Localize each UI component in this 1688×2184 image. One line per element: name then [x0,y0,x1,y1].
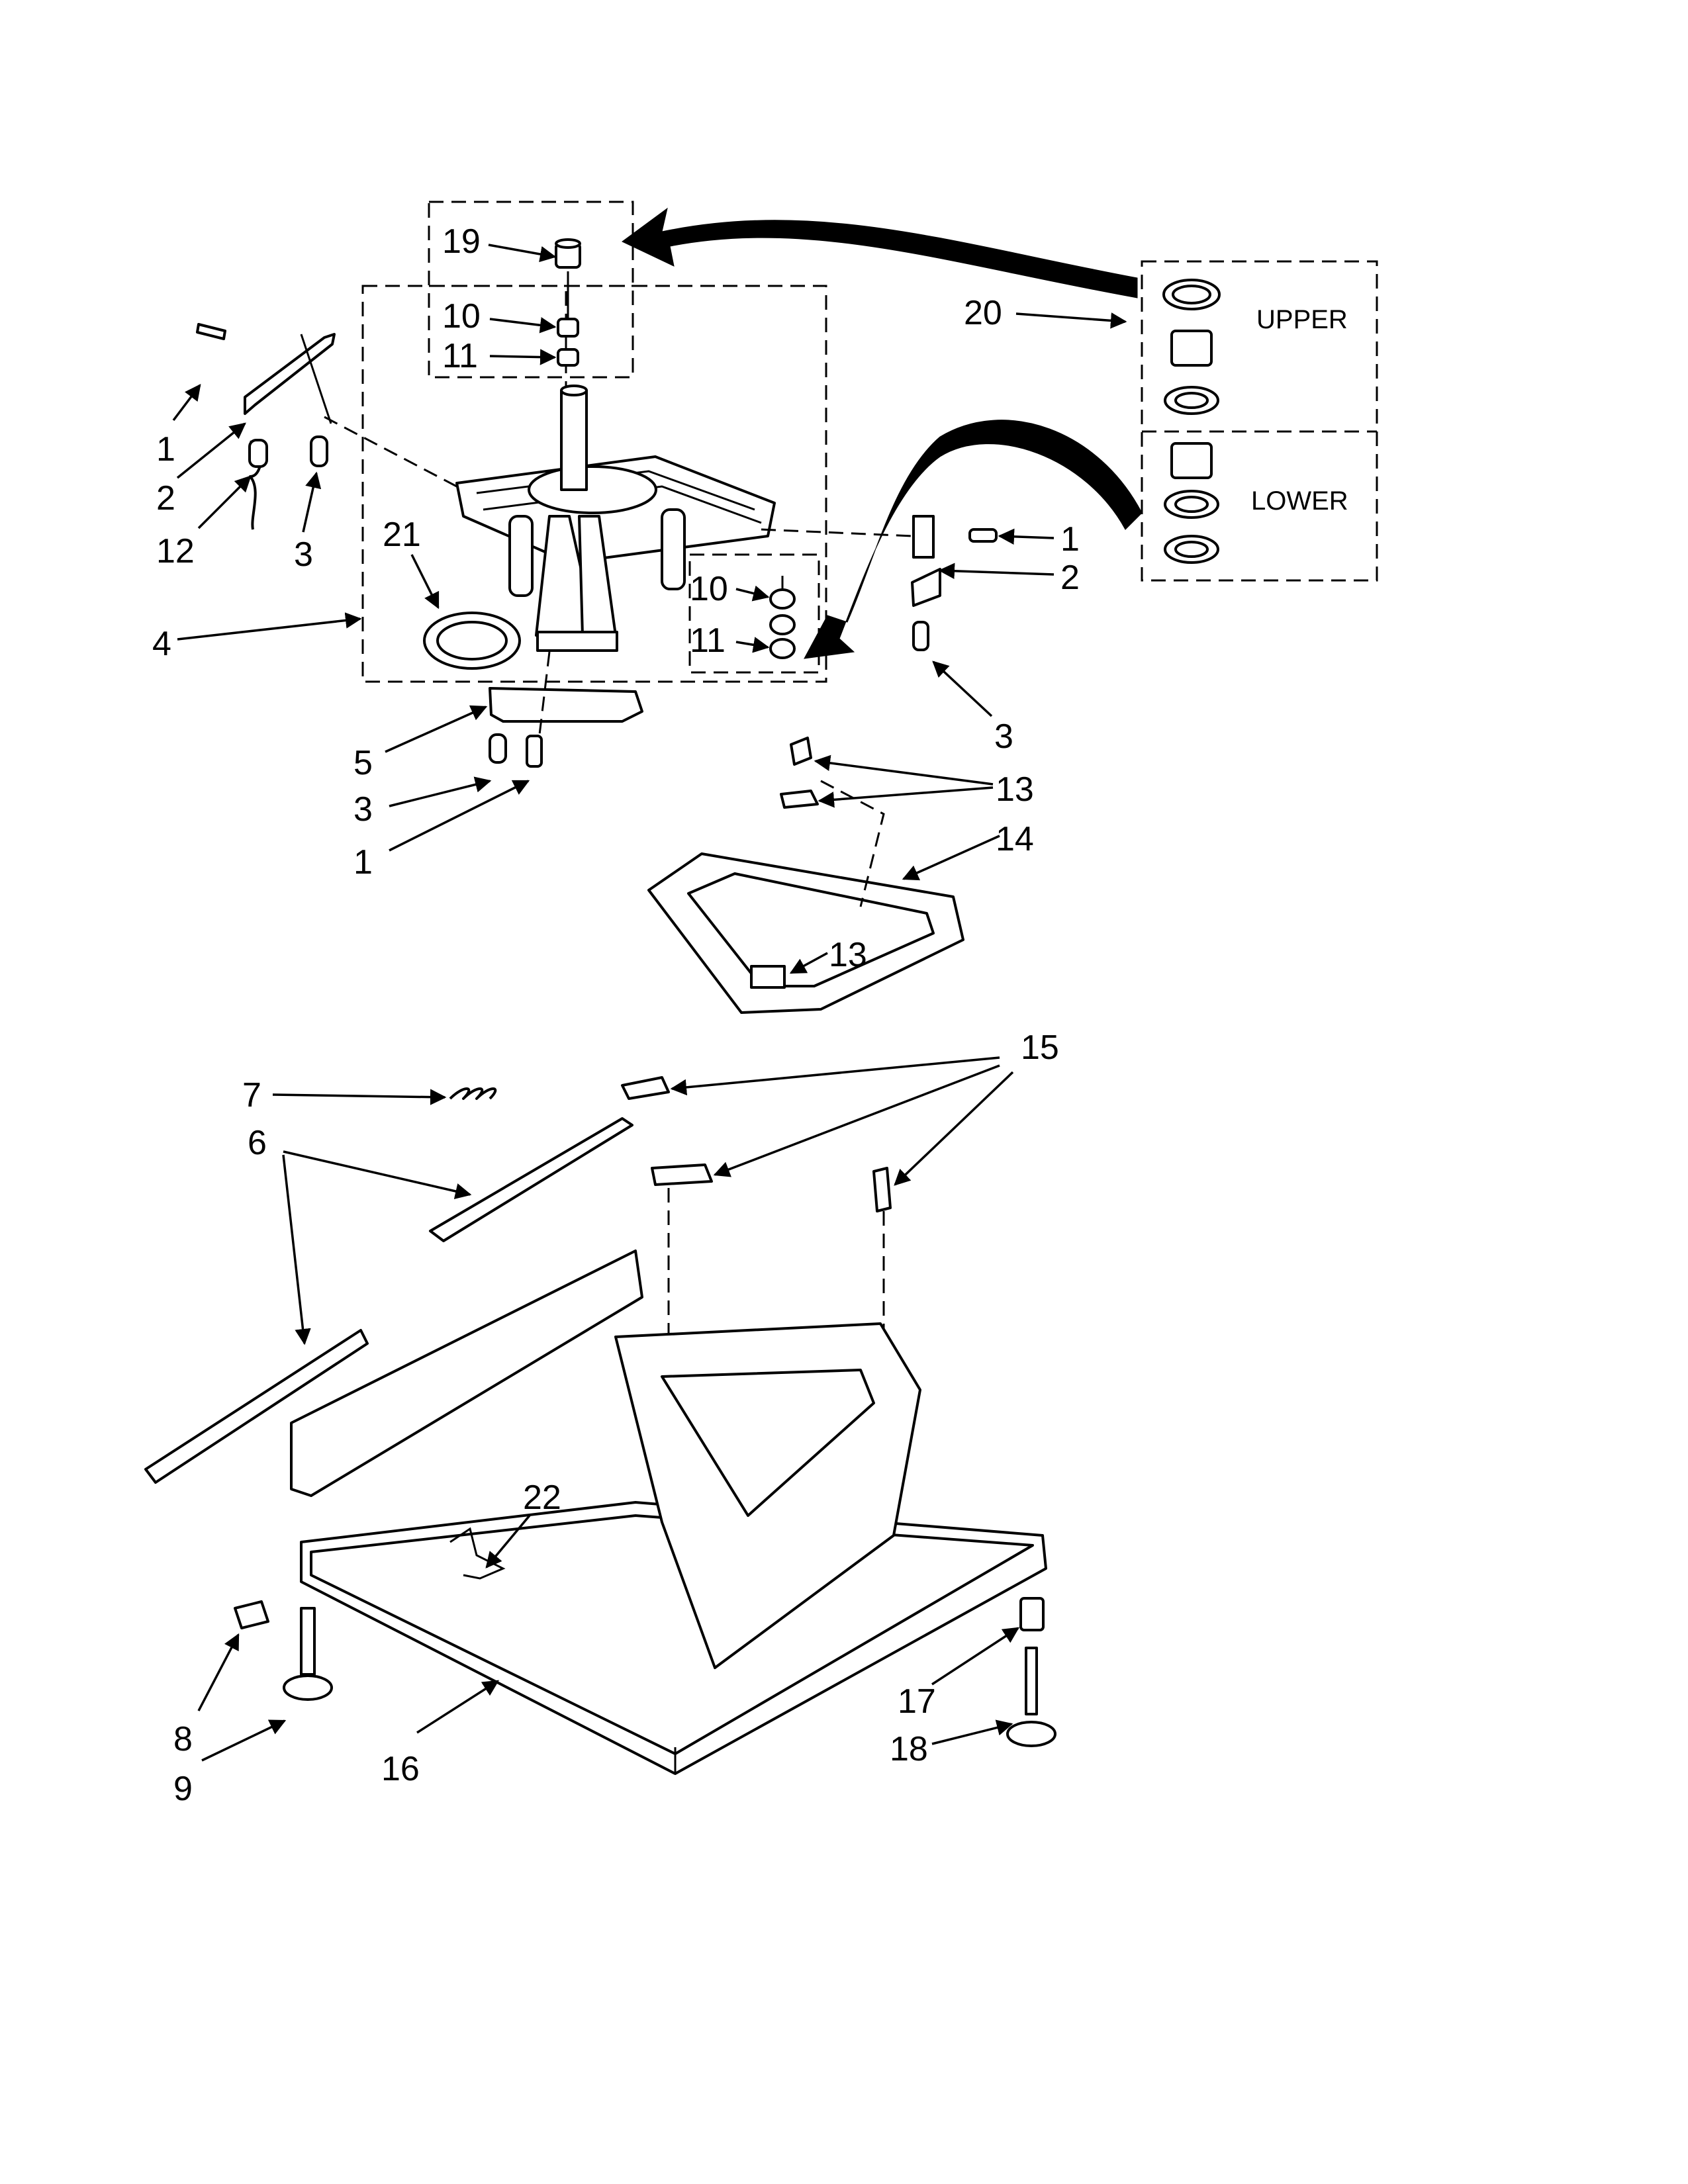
callout-13-lower: 13 [829,936,867,974]
callout-17: 17 [898,1682,936,1721]
callout-3-center: 3 [353,790,373,829]
callout-3-right: 3 [994,717,1013,756]
left-bracket-hardware [196,323,457,530]
lower-label: LOWER [1251,486,1348,516]
gearcase-assembly-box [361,285,827,683]
callout-18: 18 [890,1730,928,1768]
callout-16: 16 [381,1750,420,1788]
lower-bushing-box [688,553,820,674]
callout-12: 12 [156,532,195,570]
bearing-kit-box [1141,260,1378,582]
bracket-6-lower [144,1329,369,1484]
lower-bushing-parts [769,576,796,659]
callout-1-center: 1 [353,843,373,882]
callout-3-left: 3 [294,535,313,574]
callout-1-left: 1 [156,430,175,469]
callout-8: 8 [173,1720,193,1758]
leveling-leg-right [1006,1597,1056,1747]
callout-1-right: 1 [1060,520,1080,559]
upper-bushing-parts [555,238,581,367]
callout-14: 14 [996,820,1034,858]
callout-numbers: 19 10 11 20 1 2 12 3 21 4 10 11 1 2 3 5 … [152,222,1080,1808]
callout-21: 21 [383,516,421,554]
bearing-kit-labels: UPPER LOWER [1251,305,1348,516]
callout-4: 4 [152,625,171,663]
upper-label: UPPER [1256,305,1348,334]
right-bracket-hardware [761,515,998,651]
spring-7 [449,1087,497,1100]
callout-2-left: 2 [156,479,175,518]
callout-11-upper: 11 [442,337,478,375]
callout-13-top: 13 [996,770,1034,809]
callout-2-right: 2 [1060,559,1080,597]
callout-15: 15 [1021,1028,1059,1067]
center-bracket-hardware [489,651,643,768]
tub-support-frame [647,737,964,1014]
leader-lines [172,244,1127,1762]
callout-6: 6 [248,1124,267,1162]
callout-7: 7 [242,1076,261,1115]
bearing-kit-parts [1162,279,1221,564]
seal-ring [423,612,521,670]
callout-11-lower: 11 [690,621,726,660]
callout-9: 9 [173,1770,193,1808]
callout-10-upper: 10 [442,297,481,336]
bracket-6-upper [429,1117,633,1242]
callout-20: 20 [964,294,1002,332]
callout-22: 22 [523,1479,561,1517]
callout-19: 19 [442,222,481,261]
callout-10-lower: 10 [690,570,728,608]
gearcase-assembly [455,291,776,652]
callout-5: 5 [353,744,373,782]
base-frame [290,1250,1047,1775]
lower-kit-arrow [804,420,1143,659]
leveling-leg-left [234,1600,333,1701]
upper-kit-arrow [622,207,1138,298]
